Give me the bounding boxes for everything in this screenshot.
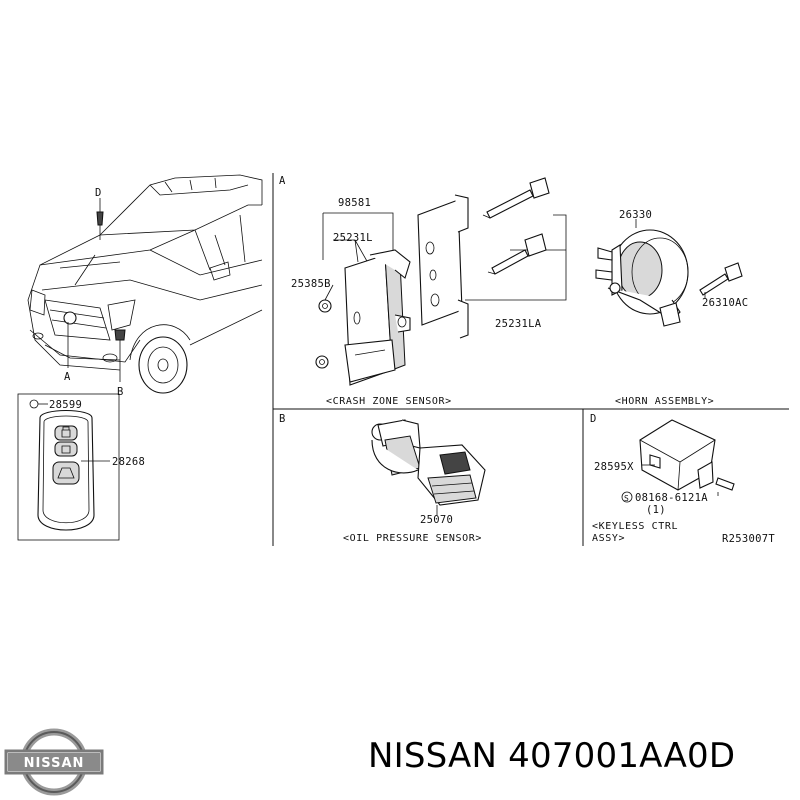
horn-label-26310ac: 26310AC bbox=[702, 297, 748, 309]
crash-zone-caption: <CRASH ZONE SENSOR> bbox=[326, 396, 452, 407]
crash-zone-sensor-drawing bbox=[315, 177, 567, 386]
section-a-letter: A bbox=[279, 175, 286, 187]
crash-label-98581: 98581 bbox=[338, 197, 371, 209]
horn-label-26330: 26330 bbox=[619, 209, 652, 221]
crash-label-25231la: 25231LA bbox=[495, 318, 542, 330]
oil-pressure-label-25070: 25070 bbox=[420, 514, 453, 526]
horn-assembly-drawing bbox=[595, 219, 743, 327]
title-brand: NISSAN bbox=[368, 736, 498, 776]
vehicle-callout-a: A bbox=[64, 371, 71, 383]
oil-pressure-caption: <OIL PRESSURE SENSOR> bbox=[343, 533, 482, 544]
keyfob-label-28268: 28268 bbox=[112, 456, 145, 468]
vehicle-callout-b: B bbox=[117, 386, 124, 398]
nissan-logo-icon: NISSAN bbox=[4, 728, 104, 796]
keyless-label-qty: (1) bbox=[646, 504, 666, 516]
page-title: NISSAN 407001AA0D bbox=[368, 736, 735, 776]
keyfob-label-28599: 28599 bbox=[49, 399, 82, 411]
panel-dividers bbox=[272, 173, 789, 546]
vehicle-callout-d: D bbox=[95, 187, 102, 199]
keyless-label-08168-6121a: 08168-6121A bbox=[635, 492, 708, 504]
svg-text:S: S bbox=[624, 494, 629, 503]
keyless-caption-line2: ASSY> bbox=[592, 533, 625, 544]
figure-code: R253007T bbox=[722, 533, 775, 545]
logo-text: NISSAN bbox=[24, 756, 85, 771]
horn-caption: <HORN ASSEMBLY> bbox=[615, 396, 714, 407]
section-d-letter: D bbox=[590, 413, 597, 425]
oil-pressure-sensor-drawing bbox=[371, 419, 486, 515]
title-part-number: 407001AA0D bbox=[508, 736, 736, 776]
crash-label-25385b: 25385B bbox=[291, 278, 331, 290]
crash-label-25231l: 25231L bbox=[333, 232, 373, 244]
section-b-letter: B bbox=[279, 413, 286, 425]
keyless-caption-line1: <KEYLESS CTRL bbox=[592, 521, 678, 532]
keyless-ctrl-assy-drawing: S bbox=[621, 419, 735, 503]
keyless-label-28595x: 28595X bbox=[594, 461, 634, 473]
keyfob-box bbox=[17, 393, 120, 541]
vehicle-illustration bbox=[27, 174, 263, 394]
